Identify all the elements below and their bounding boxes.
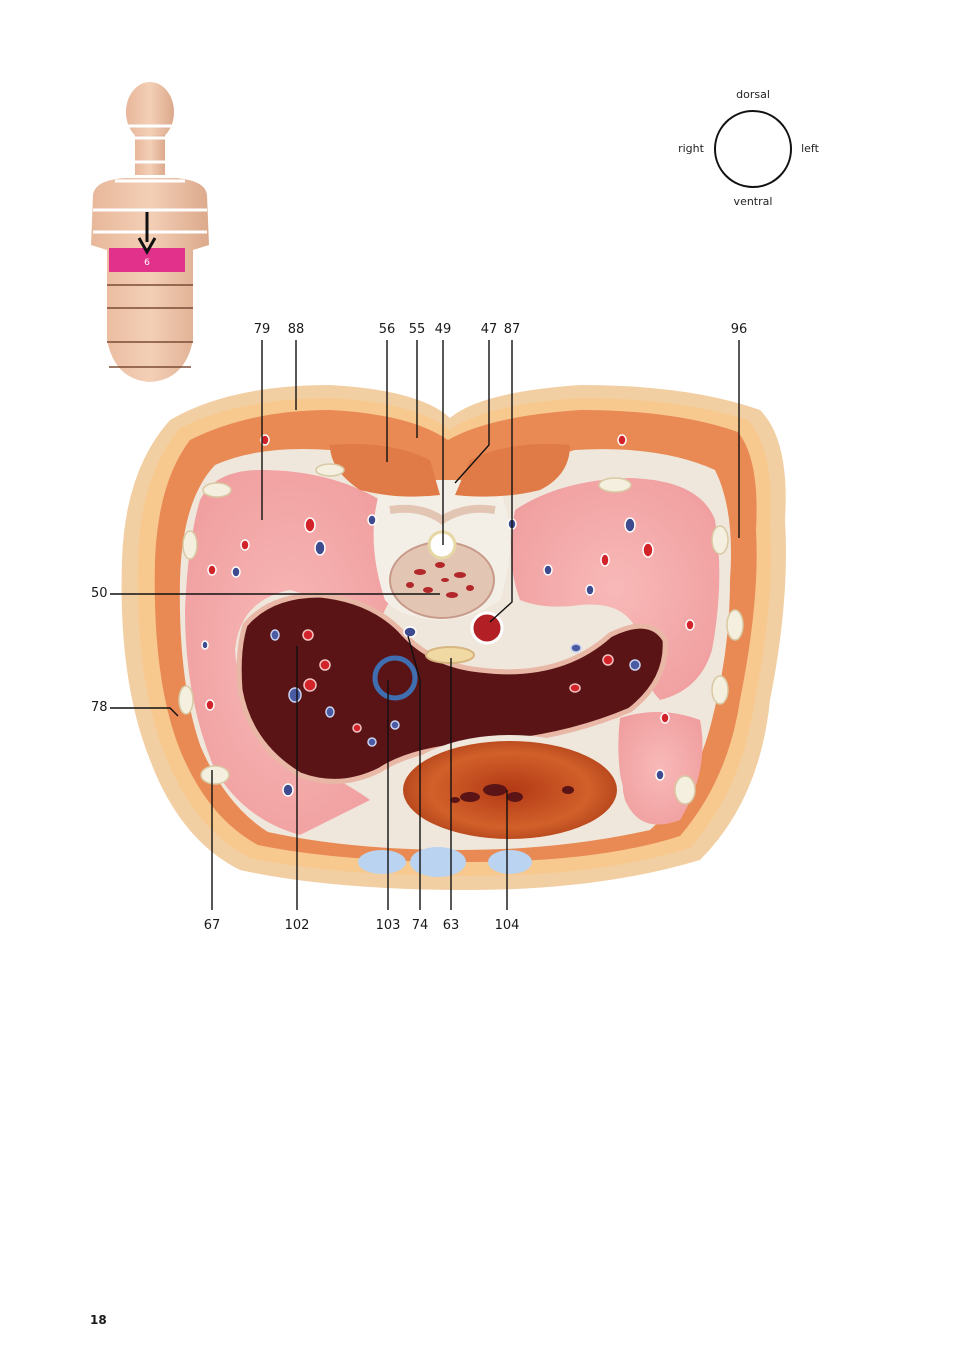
orientation-ventral: ventral	[733, 195, 773, 208]
slice-number: 6	[144, 258, 150, 268]
label-49: 49	[434, 322, 452, 337]
label-104: 104	[494, 918, 520, 933]
label-78: 78	[91, 700, 108, 715]
aorta	[470, 611, 504, 645]
page-number: 18	[90, 1313, 107, 1327]
cross-section-illustration	[110, 340, 787, 910]
label-87: 87	[503, 322, 521, 337]
orientation-dorsal: dorsal	[736, 88, 770, 101]
label-79: 79	[253, 322, 271, 337]
label-63: 63	[442, 918, 460, 933]
label-96: 96	[730, 322, 748, 337]
label-50: 50	[91, 586, 108, 601]
esophagus	[425, 646, 475, 664]
label-74: 74	[411, 918, 429, 933]
label-103: 103	[375, 918, 401, 933]
label-67: 67	[203, 918, 221, 933]
label-102: 102	[284, 918, 310, 933]
label-56: 56	[378, 322, 396, 337]
stomach	[397, 735, 623, 845]
torso-figure: 6	[91, 82, 209, 382]
spinal-cord	[427, 530, 457, 560]
orientation-circle	[714, 110, 792, 188]
orientation-left: left	[801, 142, 819, 155]
vena-cava	[372, 655, 418, 701]
orientation-right: right	[678, 142, 704, 155]
right-lung	[185, 470, 394, 835]
label-47: 47	[480, 322, 498, 337]
label-88: 88	[287, 322, 305, 337]
label-55: 55	[408, 322, 426, 337]
